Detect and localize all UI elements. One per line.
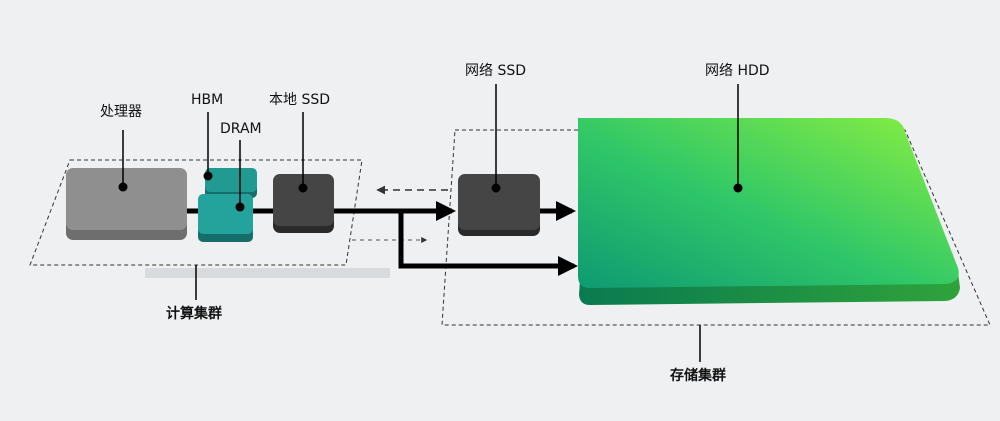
compute-cluster-region xyxy=(29,159,363,266)
compute-cluster-shadow xyxy=(145,268,390,278)
leader-processor xyxy=(118,130,128,192)
label-processor: 处理器 xyxy=(100,104,142,120)
dram-block xyxy=(198,194,253,242)
label-storage-cluster: 存储集群 xyxy=(670,368,726,384)
leader-network-hdd xyxy=(733,84,743,193)
leader-hbm xyxy=(203,112,213,181)
label-local-ssd: 本地 SSD xyxy=(269,92,331,108)
network-hdd-block xyxy=(578,118,960,305)
leader-local-ssd xyxy=(298,112,308,193)
processor-block xyxy=(66,168,187,240)
data-path-branch xyxy=(398,211,578,276)
network-ssd-block xyxy=(458,174,540,236)
storage-cluster-region xyxy=(441,129,991,326)
label-network-ssd: 网络 SSD xyxy=(465,63,527,79)
leader-network-ssd xyxy=(491,84,501,193)
hbm-block xyxy=(205,168,257,198)
label-network-hdd: 网络 HDD xyxy=(705,63,770,79)
label-compute-cluster: 计算集群 xyxy=(166,306,222,322)
leader-dram xyxy=(235,140,245,212)
local-ssd-block xyxy=(273,174,334,233)
label-hbm: HBM xyxy=(191,92,224,108)
label-dram: DRAM xyxy=(220,121,262,137)
